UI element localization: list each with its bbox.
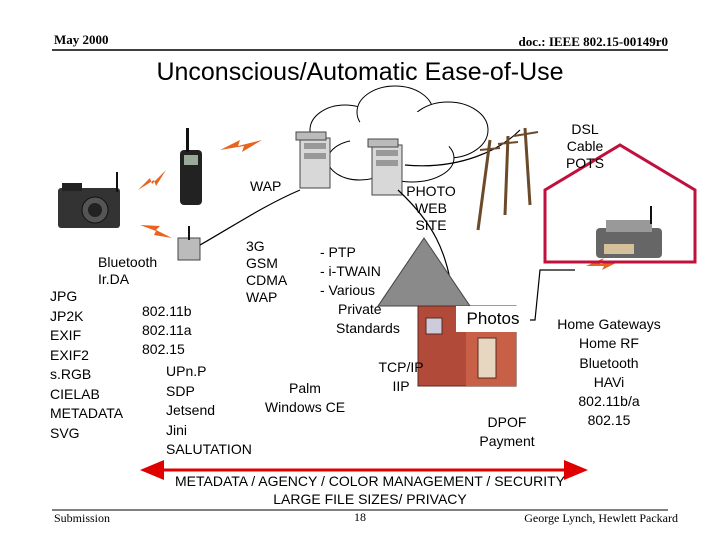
- home-item: Home RF: [579, 335, 639, 352]
- metadata-banner-text: METADATA / AGENCY / COLOR MANAGEMENT / S…: [175, 473, 565, 489]
- discovery-item: Jetsend: [166, 402, 216, 418]
- bluetooth-line: Bluetooth: [98, 254, 158, 270]
- cell-phone-icon: [180, 128, 202, 205]
- format-item: EXIF2: [50, 346, 89, 363]
- 3g-line: 3G: [246, 238, 265, 254]
- windows-ce-line: Windows CE: [264, 399, 346, 415]
- home-item: Bluetooth: [579, 354, 639, 371]
- home-wireless-icons: [586, 258, 618, 270]
- various-label: - Various: [320, 282, 375, 298]
- standards-label: Standards: [336, 320, 400, 336]
- wireless-item: 802.11a: [142, 322, 192, 338]
- header-date: May 2000: [54, 32, 109, 47]
- bluetooth-irda-label: Bluetooth Ir.DA: [98, 254, 157, 288]
- home-item: 802.15: [587, 412, 631, 429]
- gsm-line: GSM: [246, 255, 278, 271]
- dpof-payment-label: DPOF Payment: [470, 413, 544, 451]
- footer-page-number: 18: [354, 510, 366, 524]
- format-item: EXIF: [50, 327, 82, 343]
- photos-label: Photos: [456, 306, 530, 332]
- wireless-standards-list: 802.11b 802.11a 802.15: [142, 302, 192, 359]
- cdma-line: CDMA: [246, 272, 288, 288]
- irda-line: Ir.DA: [98, 271, 130, 287]
- metadata-arrow-icon: [140, 460, 588, 480]
- wireless-adapter-icon: [177, 226, 201, 261]
- home-item: Home Gateways: [557, 316, 661, 332]
- wireless-signal-icons: [138, 140, 262, 238]
- web-line: WEB: [415, 200, 447, 216]
- wireless-item: 802.15: [142, 341, 185, 357]
- footer-submission: Submission: [54, 511, 111, 525]
- wap-line: WAP: [246, 289, 278, 305]
- footer-author: George Lynch, Hewlett Packard: [524, 511, 678, 525]
- ptp-label: - PTP: [320, 244, 356, 260]
- palm-windows-ce-label: Palm Windows CE: [255, 379, 355, 417]
- photo-printer-icon: [596, 206, 662, 258]
- dsl-line: DSL: [571, 121, 599, 137]
- discovery-protocols-list: UPn.P SDP Jetsend Jini SALUTATION: [166, 362, 252, 460]
- discovery-item: Jini: [166, 421, 188, 438]
- photo-web-site-label: PHOTO WEB SITE: [398, 183, 464, 234]
- format-item: JP2K: [50, 307, 84, 324]
- wireless-item: 802.11b: [142, 303, 192, 319]
- discovery-item: SALUTATION: [166, 441, 252, 457]
- file-sizes-text: LARGE FILE SIZES/ PRIVACY: [273, 491, 467, 507]
- image-formats-list: JPG JP2K EXIF EXIF2 s.RGB CIELAB METADAT…: [50, 287, 123, 443]
- wap-server-icon: [295, 131, 331, 189]
- dsl-cable-pots-label: DSL Cable POTS: [555, 121, 615, 172]
- format-item: METADATA: [50, 405, 124, 421]
- palm-line: Palm: [289, 380, 321, 396]
- digital-camera-icon: [58, 172, 120, 228]
- photo-web-server-icon: [367, 138, 403, 196]
- payment-line: Payment: [479, 433, 535, 449]
- home-item: 802.11b/a: [578, 393, 640, 410]
- home-networking-list: Home Gateways Home RF Bluetooth HAVi 802…: [556, 315, 662, 431]
- private-label: Private: [338, 301, 382, 317]
- format-item: CIELAB: [50, 385, 100, 402]
- format-item: SVG: [50, 424, 80, 441]
- cellular-protocols-label: 3G GSM CDMA WAP: [246, 238, 287, 306]
- tcpip-line: TCP/IP: [378, 359, 424, 375]
- page-title: Unconscious/Automatic Ease-of-Use: [156, 58, 564, 86]
- cable-line: Cable: [566, 138, 604, 154]
- pots-line: POTS: [565, 155, 605, 171]
- wap-label: WAP: [250, 178, 282, 194]
- header-doc-id: doc.: IEEE 802.15-00149r0: [518, 34, 669, 49]
- i-twain-label: - i-TWAIN: [320, 263, 381, 279]
- photo-line: PHOTO: [406, 183, 456, 199]
- dpof-line: DPOF: [487, 414, 527, 430]
- format-item: s.RGB: [50, 366, 92, 382]
- discovery-item: SDP: [166, 382, 195, 399]
- format-item: JPG: [50, 288, 78, 304]
- iip-line: IIP: [392, 378, 410, 394]
- home-item: HAVi: [593, 373, 625, 390]
- tcpip-label: TCP/IP IIP: [368, 358, 434, 396]
- discovery-item: UPn.P: [166, 363, 207, 379]
- utility-poles-icon: [476, 127, 539, 231]
- home-outline-icon: [543, 143, 697, 264]
- site-line: SITE: [415, 217, 447, 233]
